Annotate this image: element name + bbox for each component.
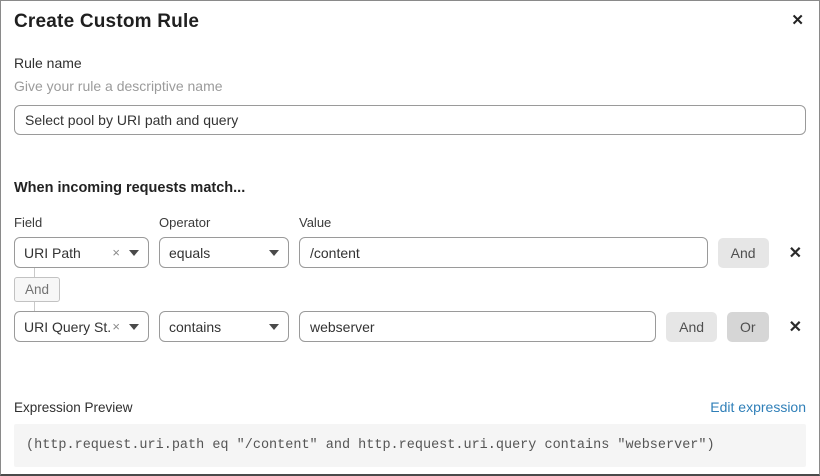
field-select-row2-value: URI Query St...	[24, 318, 113, 335]
value-column-label: Value	[299, 215, 332, 230]
field-select-row1-value: URI Path	[24, 244, 81, 261]
chevron-down-icon	[129, 323, 139, 330]
operator-column-label: Operator	[159, 215, 211, 230]
chevron-down-icon	[269, 323, 279, 330]
rule-name-input[interactable]	[14, 105, 806, 135]
condition-connector: And	[14, 268, 806, 311]
rule-name-label: Rule name	[14, 55, 82, 71]
operator-select-row1-value: equals	[169, 244, 211, 261]
value-input-row2[interactable]	[299, 311, 657, 342]
and-button-row2[interactable]: And	[666, 311, 718, 342]
field-select-row2[interactable]: URI Query St... ×	[14, 311, 149, 342]
clear-field-icon[interactable]: ×	[112, 319, 120, 334]
expression-preview-label: Expression Preview	[14, 399, 133, 415]
operator-select-row1[interactable]: equals	[159, 237, 289, 268]
field-select-row1[interactable]: URI Path ×	[14, 237, 149, 268]
operator-select-row2-value: contains	[169, 318, 222, 335]
and-button-row1[interactable]: And	[717, 237, 769, 268]
edit-expression-link[interactable]: Edit expression	[710, 399, 806, 415]
chevron-down-icon	[129, 249, 139, 256]
field-column-label: Field	[14, 215, 43, 230]
close-icon[interactable]: ✕	[791, 12, 804, 29]
remove-condition-icon[interactable]: ✕	[788, 318, 802, 336]
rule-name-helper-text: Give your rule a descriptive name	[14, 78, 223, 94]
or-button-row2[interactable]: Or	[727, 311, 769, 342]
match-heading: When incoming requests match...	[14, 180, 246, 196]
and-connector-chip: And	[14, 277, 61, 302]
dialog-header: Create Custom Rule ✕	[14, 1, 806, 33]
clear-field-icon[interactable]: ×	[112, 245, 120, 260]
dialog-title: Create Custom Rule	[14, 11, 200, 32]
expression-preview-code: (http.request.uri.path eq "/content" and…	[14, 424, 806, 467]
condition-column-labels: Field Operator Value	[14, 215, 806, 230]
chevron-down-icon	[269, 249, 279, 256]
condition-row-2: URI Query St... × contains And Or ✕	[14, 311, 806, 342]
expression-preview-header: Expression Preview Edit expression	[14, 399, 806, 415]
remove-condition-icon[interactable]: ✕	[788, 244, 802, 262]
value-input-row1[interactable]	[299, 237, 708, 268]
rule-name-section: Rule name Give your rule a descriptive n…	[14, 55, 806, 135]
operator-select-row2[interactable]: contains	[159, 311, 289, 342]
condition-row-1: URI Path × equals And ✕	[14, 237, 806, 268]
